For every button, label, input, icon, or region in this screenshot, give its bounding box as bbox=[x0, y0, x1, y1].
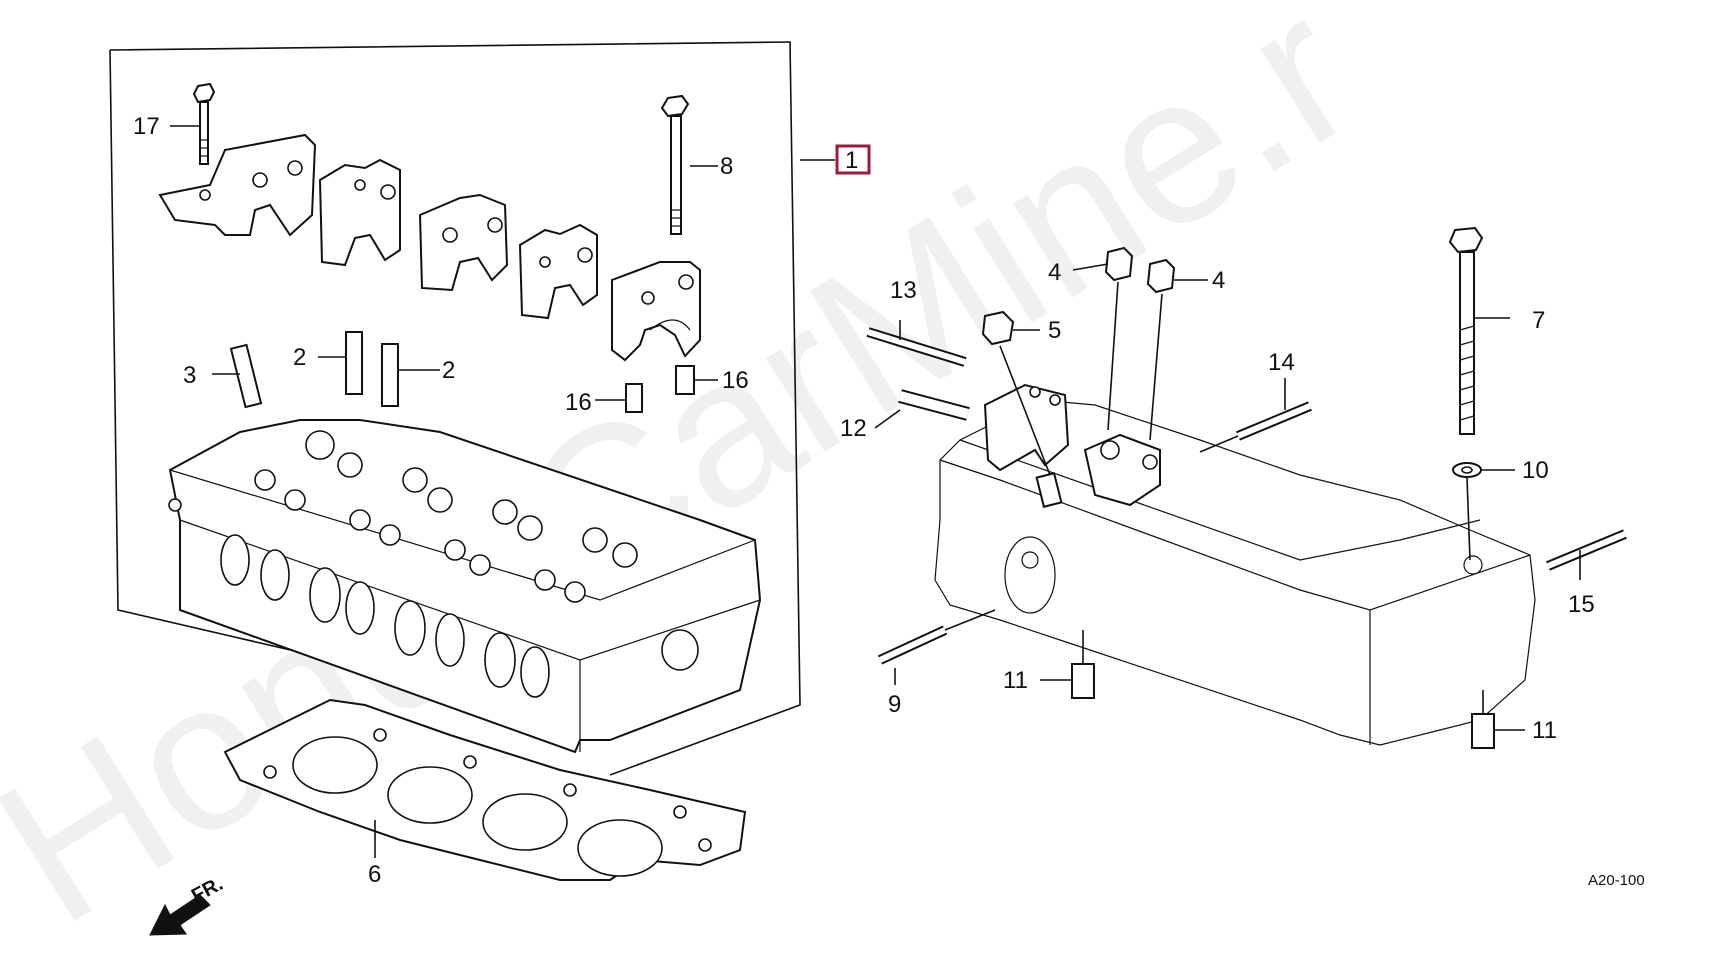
leader-lines bbox=[170, 125, 1581, 858]
cylinder-head bbox=[168, 419, 762, 754]
diagram-code: A20-100 bbox=[1588, 872, 1645, 889]
bolt-7 bbox=[1448, 226, 1484, 435]
callout-10: 10 bbox=[1522, 457, 1549, 484]
callout-17: 17 bbox=[133, 113, 160, 140]
head-gasket bbox=[223, 698, 747, 881]
dowel-5 bbox=[981, 310, 1063, 508]
callout-labels: 17 8 1 3 2 2 16 16 6 13 12 4 4 5 14 7 10… bbox=[133, 113, 1595, 888]
spark-plug-tube-seals bbox=[1104, 246, 1176, 441]
washer-10 bbox=[1452, 462, 1482, 561]
bolt-8 bbox=[660, 94, 690, 235]
stud-9 bbox=[877, 609, 996, 665]
cylinder-head-outline bbox=[934, 383, 1536, 746]
callout-3: 3 bbox=[183, 362, 196, 389]
callout-1-highlight-box bbox=[835, 144, 871, 175]
callout-4-right: 4 bbox=[1212, 267, 1225, 294]
dowel-11-left bbox=[1071, 630, 1095, 699]
callout-12: 12 bbox=[840, 415, 867, 442]
valve-guides bbox=[229, 331, 695, 413]
callout-11-right: 11 bbox=[1532, 717, 1557, 744]
callout-1[interactable]: 1 bbox=[845, 147, 858, 174]
callout-13: 13 bbox=[890, 277, 917, 304]
stud-14 bbox=[1199, 401, 1312, 453]
bolt-17 bbox=[192, 82, 216, 165]
dowel-11-right bbox=[1471, 690, 1495, 749]
callout-15: 15 bbox=[1568, 591, 1595, 618]
camshaft-holders bbox=[158, 133, 701, 362]
callout-7: 7 bbox=[1532, 307, 1545, 334]
callout-4-left: 4 bbox=[1048, 259, 1061, 286]
callout-8: 8 bbox=[720, 153, 733, 180]
callout-5: 5 bbox=[1048, 317, 1061, 344]
callout-16-right: 16 bbox=[722, 367, 749, 394]
callout-2-left: 2 bbox=[293, 344, 306, 371]
callout-2-right: 2 bbox=[442, 357, 455, 384]
callout-14: 14 bbox=[1268, 349, 1295, 376]
callout-9: 9 bbox=[888, 691, 901, 718]
stud-13 bbox=[866, 327, 967, 367]
callout-16-left: 16 bbox=[565, 389, 592, 416]
callout-11-left: 11 bbox=[1003, 667, 1028, 694]
callout-6: 6 bbox=[368, 861, 381, 888]
stud-12 bbox=[898, 389, 970, 421]
stud-15 bbox=[1546, 529, 1627, 571]
